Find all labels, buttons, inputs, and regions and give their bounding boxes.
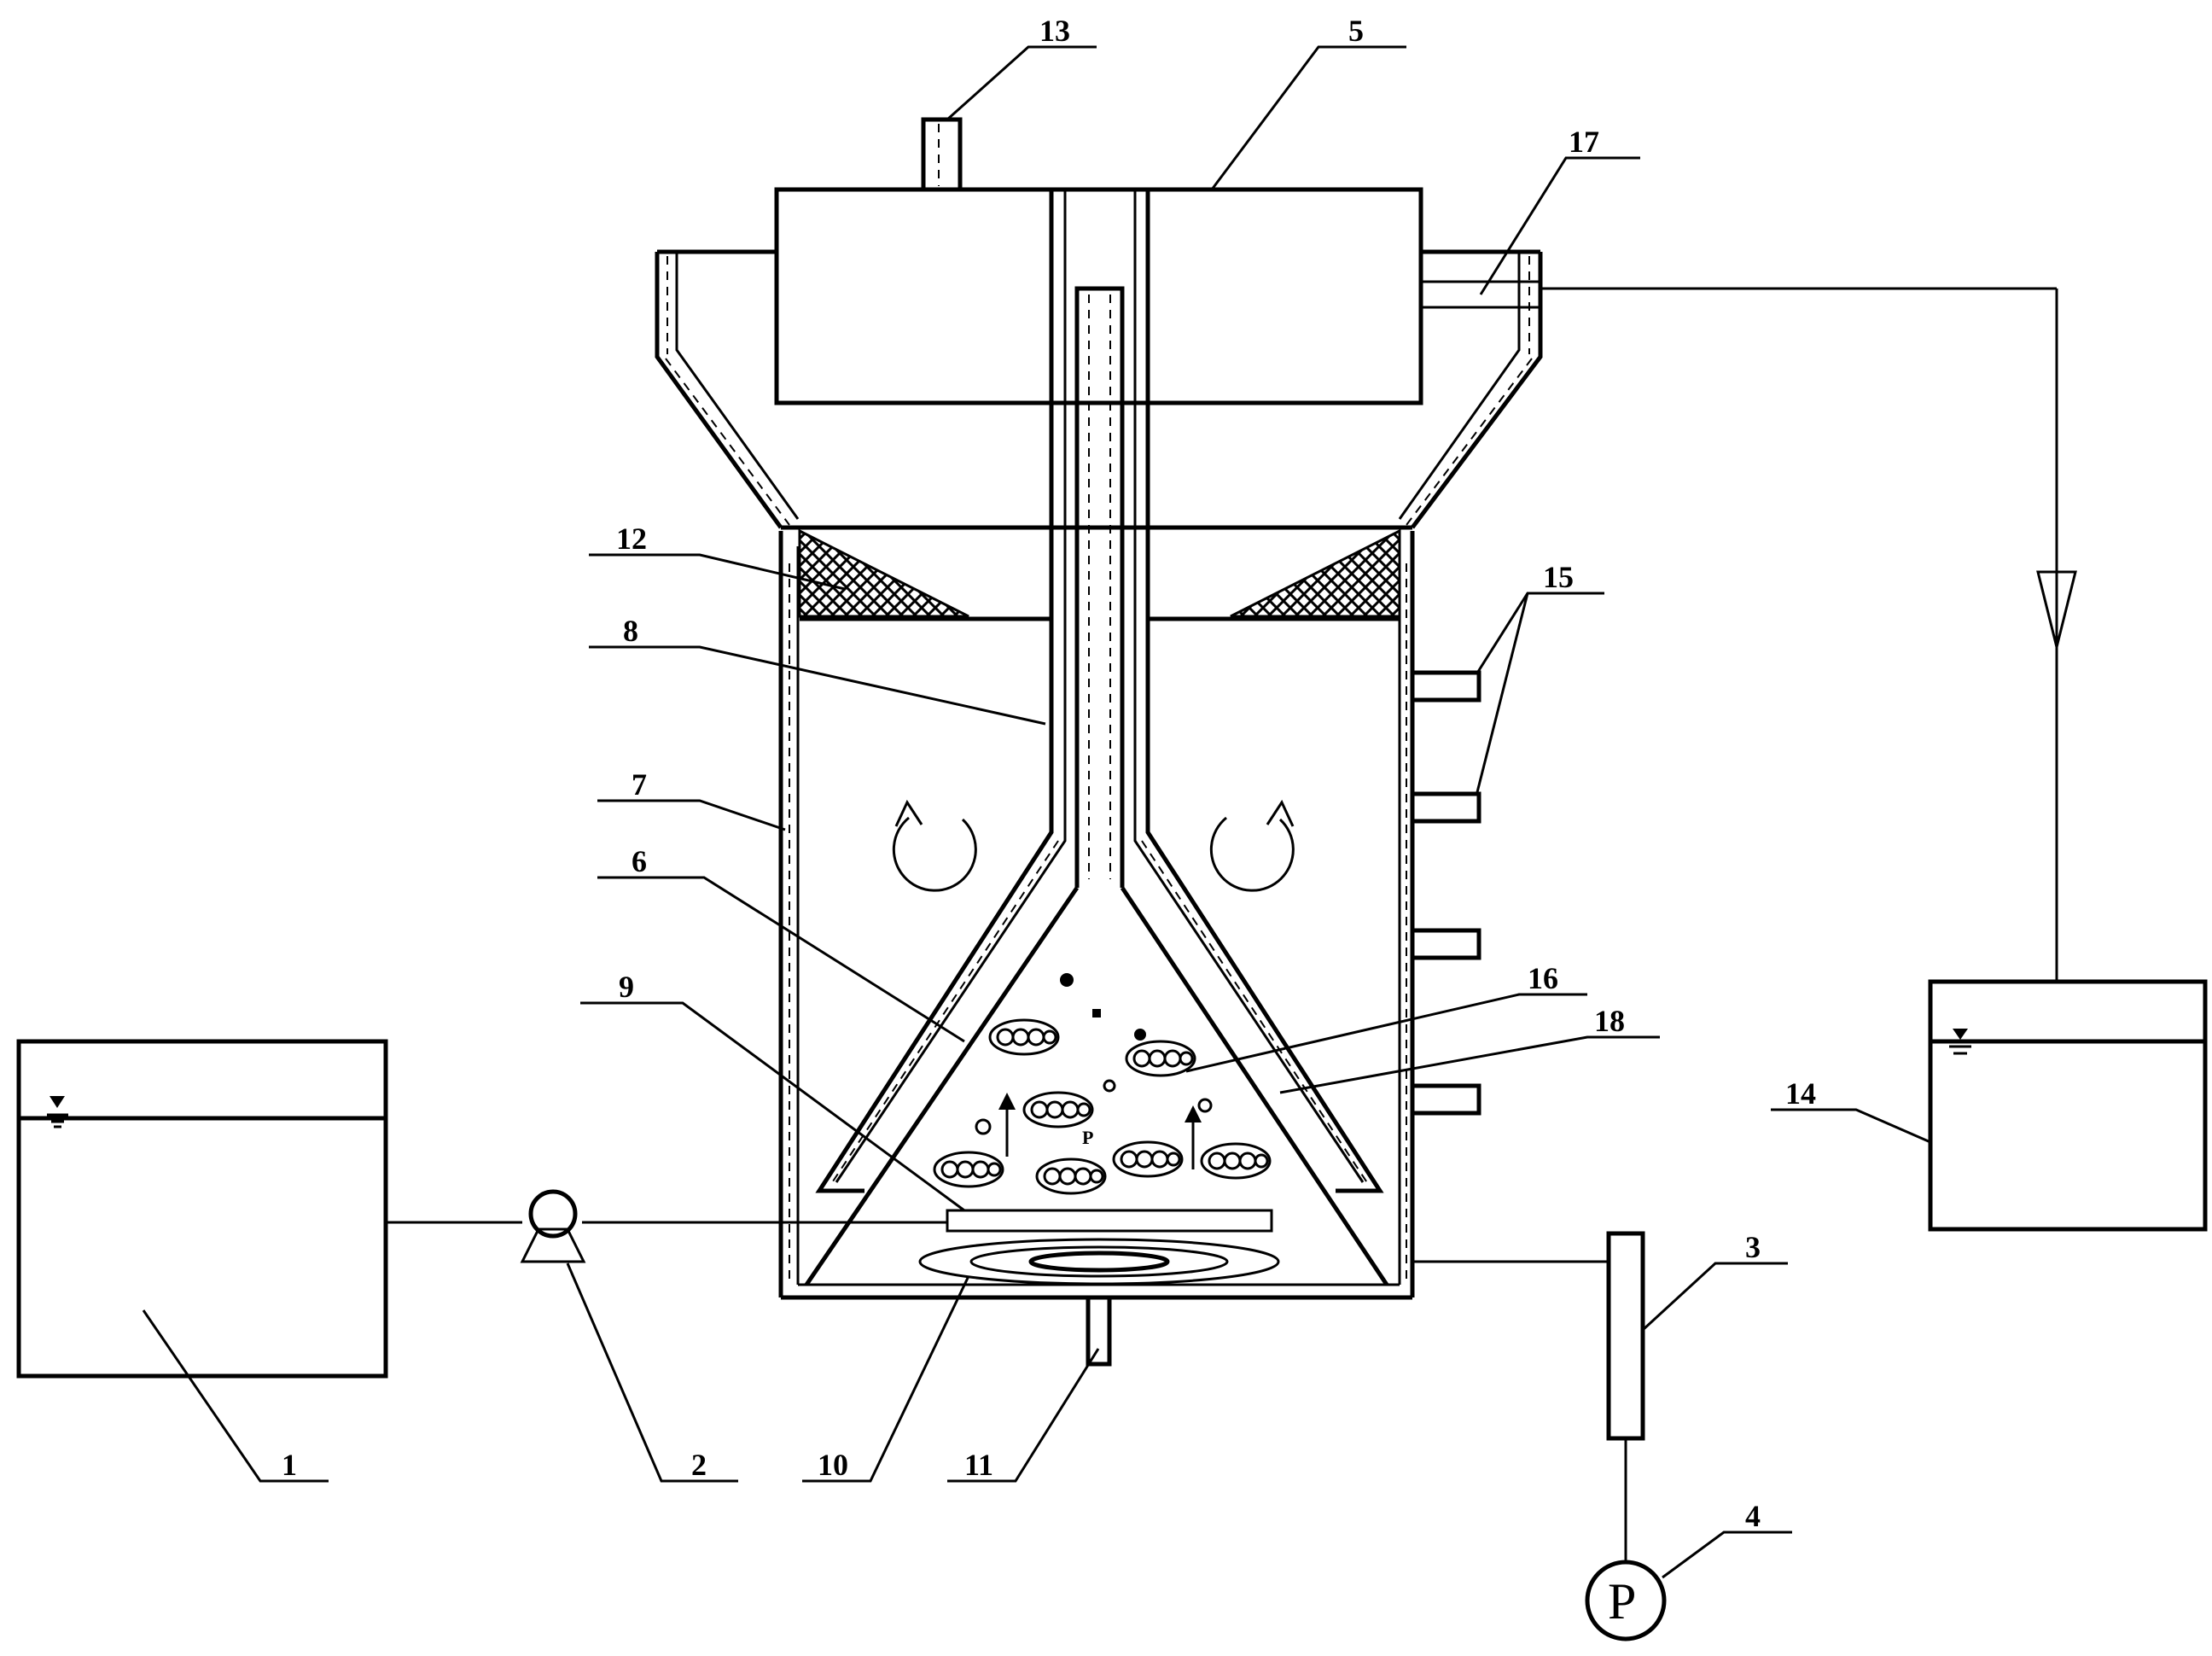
callout-6: 6	[632, 844, 647, 878]
callout-7: 7	[632, 767, 647, 802]
callout-14: 14	[1785, 1076, 1816, 1111]
circulation-arrow-right	[1209, 799, 1295, 892]
particle-label: P	[1082, 1127, 1093, 1148]
callout-1: 1	[282, 1448, 297, 1482]
aeration-disc	[918, 1238, 1280, 1286]
callout-3: 3	[1745, 1230, 1761, 1264]
bottom-outlet	[1086, 1297, 1112, 1367]
flow-direction-arrow	[2036, 570, 2077, 648]
effluent-tank	[1928, 979, 2208, 1232]
callout-4: 4	[1745, 1499, 1761, 1533]
packing-left	[798, 528, 969, 618]
flowmeter	[1606, 1231, 1645, 1441]
callout-16: 16	[1528, 961, 1558, 995]
granule-clusters: P	[933, 973, 1272, 1195]
callout-18: 18	[1594, 1004, 1625, 1038]
packing-right	[1230, 528, 1401, 618]
water-level-icon	[1949, 1029, 1971, 1055]
pressure-gauge-icon: P	[1585, 1560, 1667, 1641]
callout-8: 8	[623, 614, 638, 648]
callout-10: 10	[818, 1448, 848, 1482]
callout-9: 9	[619, 970, 634, 1004]
pump-icon	[520, 1189, 586, 1263]
effluent-outlet	[1419, 280, 1542, 309]
callout-labels: 1 2 3 4 5 6 7 8 9 10 11 12 13 14 15 16 1…	[282, 14, 1816, 1533]
gas-outlet	[921, 117, 963, 190]
leader-lines	[142, 45, 1931, 1579]
water-level-icon	[47, 1096, 68, 1128]
callout-15: 15	[1543, 560, 1574, 594]
callout-13: 13	[1039, 14, 1070, 48]
callout-5: 5	[1348, 14, 1364, 48]
circulation-arrow-left	[892, 799, 977, 892]
callout-11: 11	[964, 1448, 993, 1482]
distributor-plate	[946, 1209, 1273, 1233]
callout-2: 2	[691, 1448, 707, 1482]
sampling-ports	[1410, 670, 1481, 1116]
callout-17: 17	[1569, 125, 1599, 159]
reactor-body: P	[655, 117, 1543, 1367]
pressure-gauge-label: P	[1608, 1573, 1636, 1630]
callout-12: 12	[616, 522, 647, 556]
feed-tank	[16, 1039, 388, 1379]
